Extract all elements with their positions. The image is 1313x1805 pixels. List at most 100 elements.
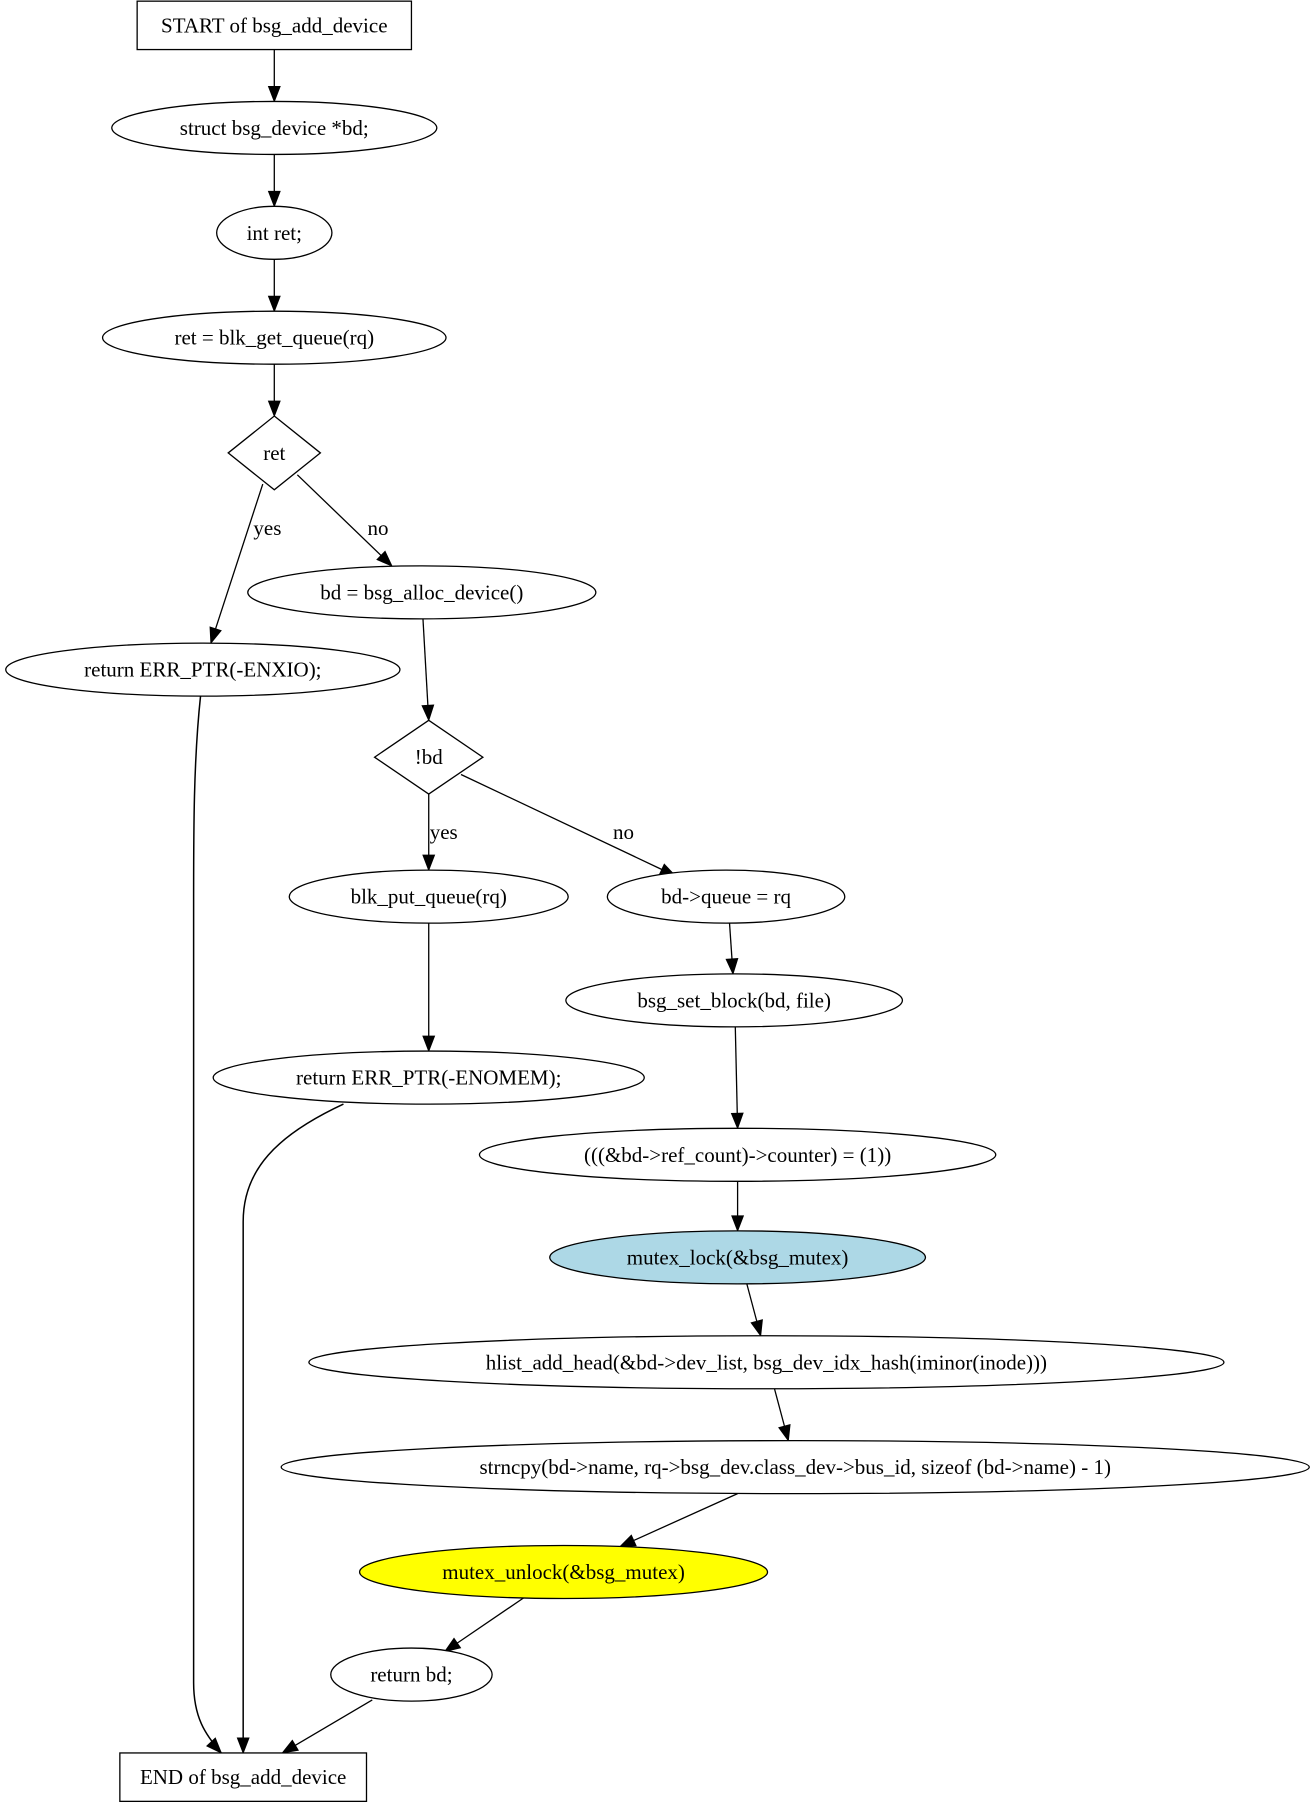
node-label: return ERR_PTR(-ENOMEM); xyxy=(296,1066,561,1090)
arrow-head xyxy=(236,1737,250,1755)
ellipse-shape xyxy=(247,565,597,620)
edge-n11-to-n12 xyxy=(746,1283,763,1338)
ellipse-shape xyxy=(5,642,401,697)
box-shape xyxy=(119,1752,368,1803)
edge-label-yes: yes xyxy=(253,516,281,540)
edge-n14-to-n15 xyxy=(443,1596,525,1653)
node-label: hlist_add_head(&bd->dev_list, bsg_dev_id… xyxy=(486,1350,1047,1374)
edge-line xyxy=(734,1026,738,1115)
ellipse-shape xyxy=(478,1127,997,1182)
node-n8: return ERR_PTR(-ENOMEM); xyxy=(212,1050,645,1105)
edge-n8-to-end xyxy=(236,1103,344,1755)
node-label: mutex_lock(&bsg_mutex) xyxy=(627,1245,849,1269)
node-n13: strncpy(bd->name, rq->bsg_dev.class_dev-… xyxy=(280,1439,1310,1495)
node-start: START of bsg_add_device xyxy=(136,0,413,51)
node-n10: (((&bd->ref_count)->counter) = (1)) xyxy=(478,1127,997,1182)
edge-n6-to-n8 xyxy=(422,923,436,1053)
node-n15: return bd; xyxy=(330,1647,493,1702)
edge-line xyxy=(192,696,222,1754)
arrow-head xyxy=(267,190,281,208)
edge-label-no: no xyxy=(368,516,389,540)
arrow-head xyxy=(206,1737,223,1754)
node-n7: bd->queue = rq xyxy=(606,869,846,924)
edge-n5-to-d2 xyxy=(421,618,435,722)
node-label: bd->queue = rq xyxy=(661,885,791,909)
node-label: ret xyxy=(263,441,285,465)
edge-n2-to-n3 xyxy=(267,259,281,313)
edge-n7-to-n9 xyxy=(725,923,739,976)
arrow-head xyxy=(731,1215,745,1233)
node-d2: !bd xyxy=(373,719,485,795)
node-label: return ERR_PTR(-ENXIO); xyxy=(84,658,321,682)
node-label: !bd xyxy=(415,745,443,769)
edge-line xyxy=(293,1699,373,1747)
edge-n1-to-n2 xyxy=(267,154,281,208)
arrow-head xyxy=(281,1739,299,1754)
node-n1: struct bsg_device *bd; xyxy=(111,100,438,156)
edge-d2-to-n6: yes xyxy=(422,794,458,872)
node-n6: blk_put_queue(rq) xyxy=(288,869,569,924)
edge-line xyxy=(296,474,383,557)
ellipse-shape xyxy=(288,869,569,924)
node-d1: ret xyxy=(227,415,322,491)
ellipse-shape xyxy=(111,100,438,156)
arrow-head xyxy=(422,854,436,872)
node-label: (((&bd->ref_count)->counter) = (1)) xyxy=(584,1143,891,1167)
node-n3: ret = blk_get_queue(rq) xyxy=(101,310,447,365)
node-label: START of bsg_add_device xyxy=(161,13,387,37)
ellipse-shape xyxy=(212,1050,645,1105)
diamond-shape xyxy=(227,415,322,491)
arrow-head xyxy=(618,1534,637,1548)
node-n2: int ret; xyxy=(216,205,333,260)
node-n5: bd = bsg_alloc_device() xyxy=(247,565,597,620)
edge-n3-to-d1 xyxy=(267,364,281,418)
node-label: ret = blk_get_queue(rq) xyxy=(174,326,374,350)
edge-d1-to-n5: no xyxy=(296,474,393,567)
ellipse-shape xyxy=(549,1230,927,1285)
box-shape xyxy=(136,0,413,51)
arrow-head xyxy=(422,1035,436,1053)
node-label: mutex_unlock(&bsg_mutex) xyxy=(442,1560,685,1584)
edge-line xyxy=(746,1283,758,1323)
arrow-head xyxy=(778,1423,791,1442)
edge-d1-to-n4: yes xyxy=(209,483,281,645)
ellipse-shape xyxy=(308,1335,1225,1390)
node-label: END of bsg_add_device xyxy=(140,1765,346,1789)
node-label: struct bsg_device *bd; xyxy=(180,116,369,140)
edge-line xyxy=(455,1596,525,1645)
edge-start-to-n1 xyxy=(267,49,281,103)
node-n9: bsg_set_block(bd, file) xyxy=(565,973,904,1028)
edge-line xyxy=(773,1388,786,1428)
ellipse-shape xyxy=(565,973,904,1028)
ellipse-shape xyxy=(216,205,333,260)
edge-n10-to-n11 xyxy=(731,1181,745,1233)
edge-n12-to-n13 xyxy=(773,1388,791,1442)
edge-label-yes: yes xyxy=(430,820,458,844)
edge-n9-to-n10 xyxy=(730,1026,744,1130)
node-label: blk_put_queue(rq) xyxy=(351,885,507,909)
ellipse-shape xyxy=(101,310,447,365)
edge-n4-to-end xyxy=(192,696,223,1754)
diamond-shape xyxy=(373,719,485,795)
node-label: return bd; xyxy=(370,1663,452,1687)
edge-line xyxy=(460,773,664,871)
edge-line xyxy=(242,1103,344,1753)
node-label: strncpy(bd->name, rq->bsg_dev.class_dev-… xyxy=(479,1455,1111,1479)
node-label: int ret; xyxy=(247,221,302,245)
node-n12: hlist_add_head(&bd->dev_list, bsg_dev_id… xyxy=(308,1335,1225,1390)
arrow-head xyxy=(725,957,739,976)
edge-line xyxy=(728,923,733,961)
arrow-head xyxy=(376,550,393,567)
arrow-head xyxy=(209,626,222,645)
edge-n13-to-n14 xyxy=(618,1493,738,1548)
arrow-head xyxy=(730,1112,744,1130)
ellipse-shape xyxy=(330,1647,493,1702)
edge-line xyxy=(422,618,429,707)
node-label: bd = bsg_alloc_device() xyxy=(320,580,523,604)
arrow-head xyxy=(267,85,281,103)
edge-d2-to-n7: no xyxy=(460,773,677,877)
ellipse-shape xyxy=(358,1544,769,1600)
edge-label-no: no xyxy=(613,820,634,844)
arrow-head xyxy=(750,1319,763,1338)
